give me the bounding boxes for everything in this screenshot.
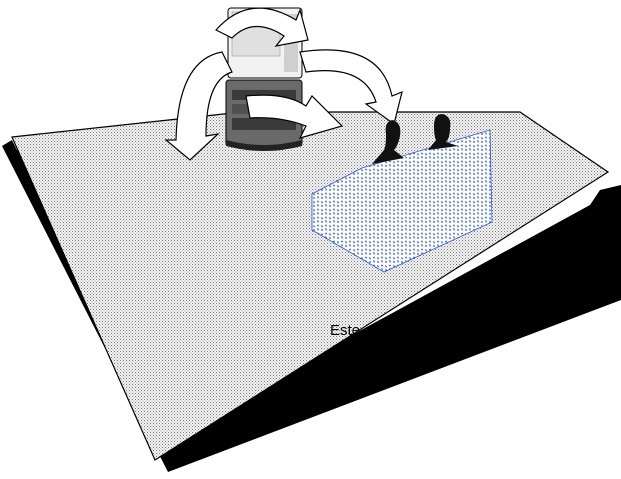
sofa — [311, 129, 493, 273]
floor-shadow-edge — [2, 140, 621, 472]
person-right-icon — [428, 114, 458, 150]
caption-line-2: efecto Dolby Surro — [330, 342, 455, 359]
caption-text: Este es el mejor efecto Dolby Surro — [330, 321, 621, 361]
caption-line-1: Este es el mejor — [330, 322, 438, 339]
viewers — [372, 114, 458, 164]
sound-arrows — [164, 7, 403, 161]
arrow-right-icon — [299, 49, 403, 126]
sofa-body — [311, 129, 493, 273]
arrow-front-icon — [245, 94, 344, 139]
arrow-left-icon — [164, 51, 233, 161]
person-left-icon — [372, 120, 404, 164]
arrow-top-icon — [215, 7, 309, 47]
